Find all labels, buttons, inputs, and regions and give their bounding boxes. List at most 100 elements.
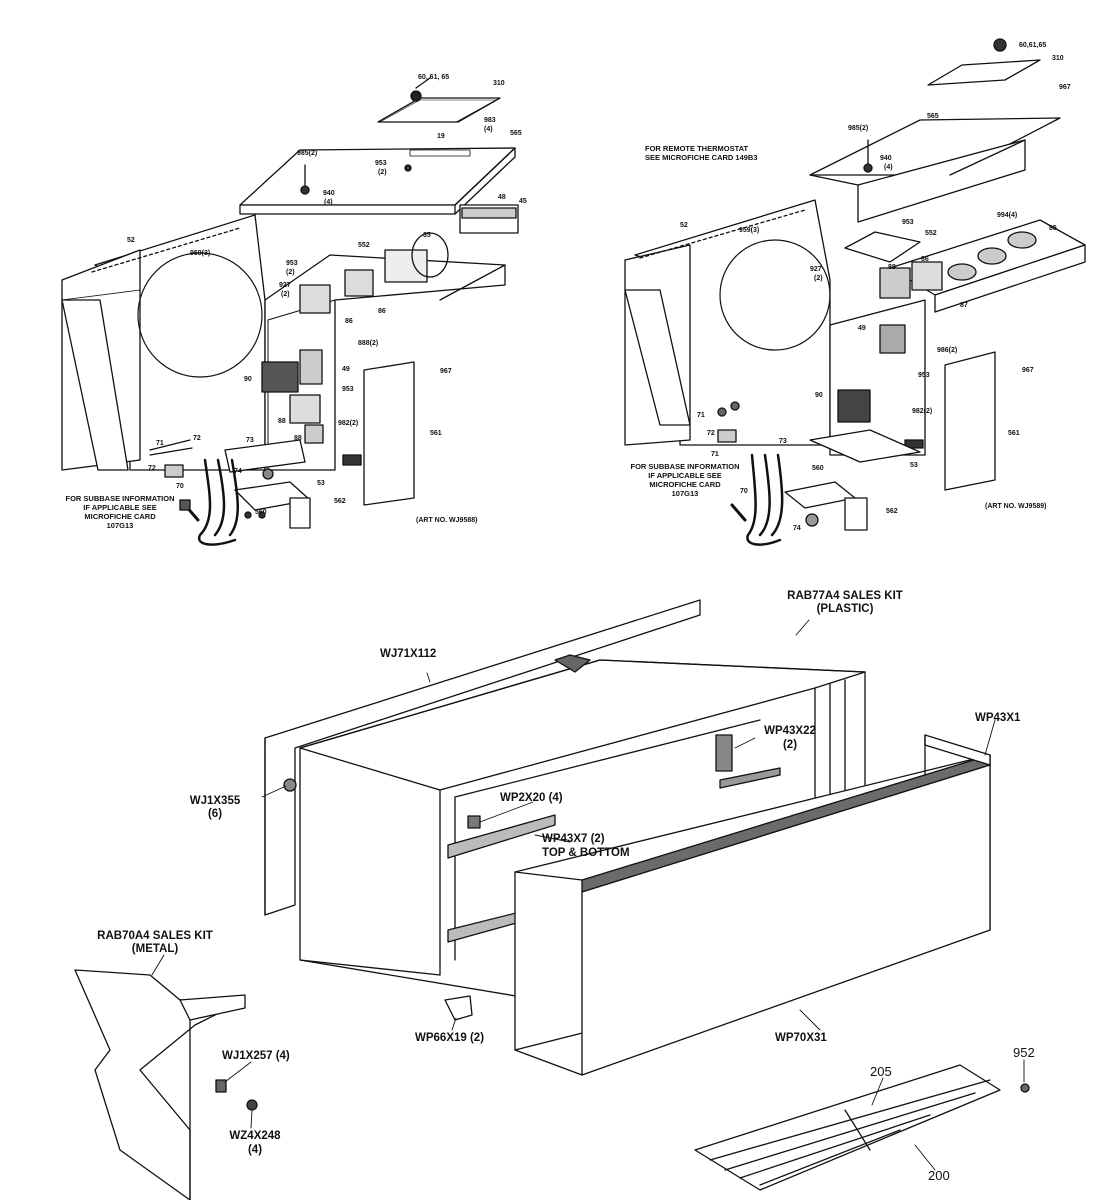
callout-927-right: 927	[810, 266, 822, 273]
callout-19: 19	[437, 133, 445, 140]
plastic-sales-kit-sub: (PLASTIC)	[816, 603, 874, 615]
callout-70-right: 70	[740, 488, 748, 495]
callout-888: 888(2)	[358, 340, 379, 347]
wall-sleeve-assembly	[264, 599, 991, 1076]
callout-88-a: 88	[278, 418, 286, 425]
callout-562-right: 562	[886, 508, 898, 515]
callout-967-right: 967	[1022, 367, 1034, 374]
callout-35: 35	[423, 232, 431, 239]
callout-953-mid-qty: (2)	[286, 269, 295, 276]
callout-70: 70	[176, 483, 184, 490]
callout-71-right-a: 71	[697, 412, 705, 419]
callout-52: 52	[127, 237, 135, 244]
callout-86-right-side: 86	[921, 256, 929, 263]
callout-53: 53	[317, 480, 325, 487]
callout-565-right: 565	[927, 113, 939, 120]
callout-953-right-top: 953	[902, 219, 914, 226]
callout-986: 986(2)	[937, 347, 958, 354]
callout-310: 310	[493, 80, 505, 87]
callout-940-qty: (4)	[324, 199, 333, 206]
callout-560: 560	[255, 509, 267, 516]
callout-565: 565	[510, 130, 522, 137]
art-number-left: (ART NO. WJ9588)	[416, 517, 478, 524]
callout-967-top: 967	[1059, 84, 1071, 91]
callout-562: 562	[334, 498, 346, 505]
callout-952: 952	[1013, 1045, 1035, 1060]
callout-953-top-qty: (2)	[378, 169, 387, 176]
callout-60-61-65-right: 60,61,65	[1019, 42, 1047, 49]
callout-73: 73	[246, 437, 254, 444]
subbase-note-left: FOR SUBBASE INFORMATION IF APPLICABLE SE…	[65, 494, 175, 530]
callout-552: 552	[358, 242, 370, 249]
callout-53-right: 53	[910, 462, 918, 469]
callout-940-right-qty: (4)	[884, 164, 893, 171]
callout-927-right-qty: (2)	[814, 275, 823, 282]
chassis-assembly-left	[61, 77, 519, 546]
callout-49: 49	[342, 366, 350, 373]
part-wj1x355-qty: (6)	[207, 808, 223, 820]
front-grille-drawing	[694, 1064, 1030, 1191]
plastic-sales-kit-label: RAB77A4 SALES KIT	[787, 590, 903, 602]
callout-927: 927	[279, 282, 291, 289]
callout-90: 90	[244, 376, 252, 383]
leader-lines	[151, 619, 1025, 1171]
subbase-note-right: FOR SUBBASE INFORMATION IF APPLICABLE SE…	[630, 462, 740, 498]
callout-90-right: 90	[815, 392, 823, 399]
metal-sales-kit-drawing	[74, 969, 258, 1200]
callout-71-right-b: 71	[711, 451, 719, 458]
callout-953-right-low: 953	[918, 372, 930, 379]
part-wj71x112: WJ71X112	[380, 648, 437, 660]
callout-85: 85	[1049, 225, 1057, 232]
callout-74: 74	[234, 468, 242, 475]
art-number-right: (ART NO. WJ9589)	[985, 503, 1047, 510]
callout-72-top: 72	[193, 435, 201, 442]
callout-45: 45	[519, 198, 527, 205]
callout-88-right-side: 88	[888, 264, 896, 271]
callout-985: 985(2)	[297, 150, 318, 157]
callout-982: 982(2)	[338, 420, 359, 427]
chassis-assembly-right	[624, 38, 1086, 546]
callout-310-right: 310	[1052, 55, 1064, 62]
callout-52-right: 52	[680, 222, 688, 229]
part-wp43x22: WP43X22	[764, 725, 816, 737]
callout-994: 994(4)	[997, 212, 1018, 219]
metal-sales-kit-sub: (METAL)	[131, 943, 179, 955]
part-wp70x31: WP70X31	[775, 1032, 827, 1044]
remote-thermostat-note: FOR REMOTE THERMOSTAT SEE MICROFICHE CAR…	[645, 144, 758, 162]
callout-74-right: 74	[793, 525, 801, 532]
part-wp43x7: WP43X7 (2)	[542, 833, 605, 845]
callout-940-right: 940	[880, 155, 892, 162]
callout-552-right: 552	[925, 230, 937, 237]
callout-86-left: 86	[345, 318, 353, 325]
metal-sales-kit-label: RAB70A4 SALES KIT	[97, 930, 213, 942]
callout-561-right: 561	[1008, 430, 1020, 437]
callout-88-b: 88	[294, 435, 302, 442]
callout-927-qty: (2)	[281, 291, 290, 298]
callout-561: 561	[430, 430, 442, 437]
callout-72: 72	[148, 465, 156, 472]
callout-560-right: 560	[812, 465, 824, 472]
part-wp43x1: WP43X1	[975, 712, 1021, 724]
part-wp43x22-qty: (2)	[782, 739, 798, 751]
callout-71: 71	[156, 440, 164, 447]
callout-985-right: 985(2)	[848, 125, 869, 132]
callout-953-low: 953	[342, 386, 354, 393]
part-top-bottom: TOP & BOTTOM	[542, 847, 630, 859]
callout-983: 983	[484, 117, 496, 124]
part-wp2x20: WP2X20 (4)	[500, 792, 563, 804]
callout-86-right: 86	[378, 308, 386, 315]
part-wp66x19: WP66X19 (2)	[415, 1032, 485, 1044]
callout-953-mid: 953	[286, 260, 298, 267]
callout-72-right: 72	[707, 430, 715, 437]
callout-953-top: 953	[375, 160, 387, 167]
callout-940: 940	[323, 190, 335, 197]
part-wj1x257: WJ1X257 (4)	[222, 1050, 290, 1062]
callout-73-right: 73	[779, 438, 787, 445]
callout-983-qty: (4)	[484, 126, 493, 133]
callout-959-right: 959(3)	[739, 227, 760, 234]
part-wz4x248: WZ4X248	[229, 1130, 281, 1142]
callout-87: 87	[960, 302, 968, 309]
callout-49-right: 49	[858, 325, 866, 332]
